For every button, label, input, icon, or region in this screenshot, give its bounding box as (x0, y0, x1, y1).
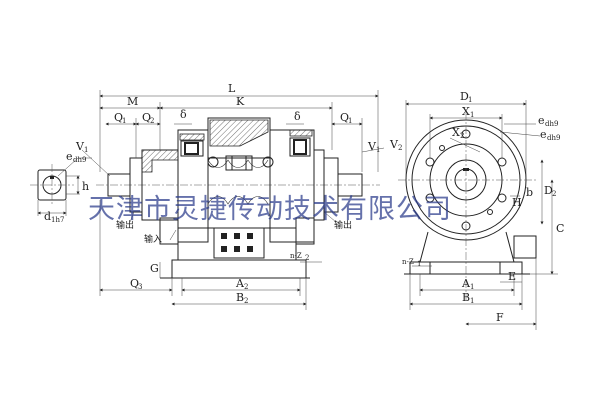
dim-e-mid: e (540, 128, 547, 141)
dim-A1: A (461, 277, 471, 290)
dim-F: F (496, 311, 504, 324)
dim-X1: X (462, 105, 470, 118)
dim-e-mid-sub: dh9 (547, 134, 560, 142)
dim-delta-left: δ (180, 108, 187, 121)
callout-input: 输入 (144, 233, 162, 245)
dim-K: K (236, 95, 245, 108)
dim-V1-right-sub: 1 (376, 146, 380, 154)
dim-d-shaft: d (44, 210, 51, 223)
dim-n-Z2-sub: 2 (305, 254, 309, 262)
dim-Q2: Q (142, 111, 151, 124)
dim-A2-sub: 2 (244, 283, 248, 291)
dim-A2: A (235, 277, 245, 290)
dim-e-left-sub: dh9 (73, 156, 86, 164)
dim-Q1-right: Q (340, 111, 349, 124)
dim-D2: D (544, 184, 553, 197)
dim-Q3: Q (130, 277, 139, 290)
side-dimensions (405, 100, 558, 330)
dim-d-shaft-sub: 1h7 (51, 216, 64, 224)
callout-output-right: 输出 (334, 219, 352, 231)
dim-e-left: e (66, 150, 73, 163)
dim-delta-right: δ (294, 110, 301, 123)
company-watermark: 天津市灵捷传动技术有限公司 (88, 194, 452, 225)
dim-G: G (150, 262, 159, 275)
dim-Q1-left-sub: 1 (122, 117, 126, 125)
dim-E: E (508, 270, 516, 283)
dim-B2: B (236, 291, 244, 304)
labels: L M K Q 1 Q 2 Q 1 δ δ V 1 V 1 V 2 e dh9 … (44, 82, 564, 324)
dim-B2-sub: 2 (244, 297, 248, 305)
dim-D1-sub: 1 (468, 96, 472, 104)
shaft-end-view (30, 157, 92, 216)
dim-D2-sub: 2 (552, 190, 556, 198)
dim-B1: B (462, 291, 470, 304)
dim-Q1-right-sub: 1 (348, 117, 352, 125)
dim-Q3-sub: 3 (138, 283, 142, 291)
dim-X2: X (452, 126, 460, 139)
dim-V1-left-sub: 1 (84, 146, 88, 154)
front-view (96, 117, 380, 279)
dim-L: L (228, 82, 236, 95)
terminal-block (221, 233, 253, 252)
dim-Q1-left: Q (114, 111, 123, 124)
dim-n-Z2: n-Z (290, 252, 302, 260)
dim-A1-sub: 1 (470, 283, 474, 291)
callout-output-left: 输出 (116, 219, 134, 231)
dim-M: M (127, 95, 138, 108)
dim-h: h (82, 180, 89, 193)
dim-X1-sub: 1 (470, 111, 474, 119)
dim-V1-right: V (367, 140, 377, 153)
dim-n-Z1-sub: 1 (417, 260, 421, 268)
dim-n-Z1: n-Z (402, 258, 414, 266)
dim-V2: V (389, 138, 399, 151)
dim-H: H (512, 196, 522, 209)
dim-C: C (556, 222, 564, 235)
dim-e-top-sub: dh9 (545, 120, 558, 128)
front-dimensions (81, 90, 385, 310)
dim-D1: D (460, 90, 469, 103)
dim-B1-sub: 1 (470, 297, 474, 305)
dim-Q2-sub: 2 (150, 117, 154, 125)
side-view (398, 112, 537, 300)
dim-X2-sub: 2 (460, 132, 464, 140)
dim-V1-left: V (75, 140, 85, 153)
dim-V2-sub: 2 (398, 144, 402, 152)
dim-e-top: e (538, 114, 545, 127)
dim-b: b (526, 186, 533, 199)
